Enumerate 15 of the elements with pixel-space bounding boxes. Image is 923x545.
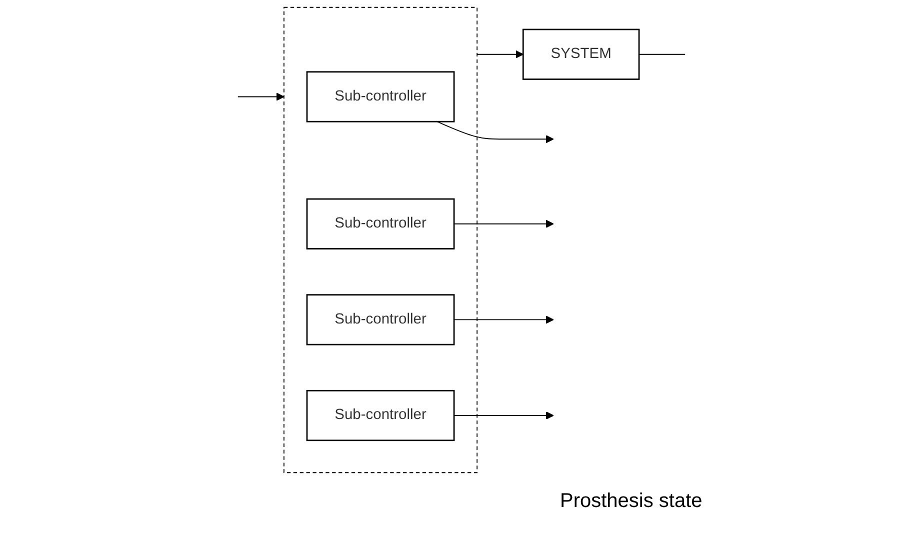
flowchart-drawing: Sub-controller Sub-controller Sub-controller Sub-controller SYSTEM [0,0,923,480]
arrow [436,121,554,144]
node-box [306,390,455,442]
node-box [306,71,455,122]
connector [638,54,686,55]
arrow [454,411,554,420]
arrow [237,92,284,101]
arrow [454,220,554,228]
node-box [306,198,455,250]
node-box [306,294,455,346]
cluster [284,6,478,474]
node-box [522,28,640,80]
arrow [476,50,524,58]
arrow [454,316,554,324]
note-text: Prosthesis state [560,490,702,513]
